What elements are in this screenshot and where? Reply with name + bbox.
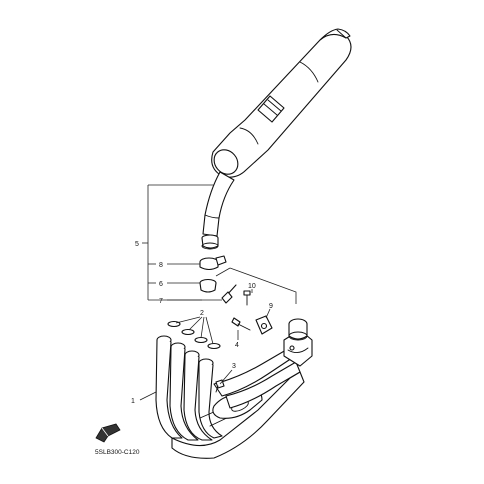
callout-4: 4 xyxy=(235,342,239,349)
diagram-code: 5SLB300-C120 xyxy=(95,449,140,456)
clamp xyxy=(199,255,227,271)
callout-9: 9 xyxy=(269,303,273,310)
callout-10: 10 xyxy=(248,283,256,290)
callout-5: 5 xyxy=(135,241,139,248)
bolt-4 xyxy=(231,317,251,331)
leader-lines xyxy=(139,184,297,401)
exhaust-headers xyxy=(155,318,313,459)
muffler xyxy=(211,28,352,178)
bolt-7 xyxy=(221,284,237,304)
bracket-9 xyxy=(255,315,273,335)
callout-2: 2 xyxy=(200,310,204,317)
callout-6: 6 xyxy=(159,281,163,288)
callout-7: 7 xyxy=(159,298,163,305)
gasket xyxy=(199,278,217,293)
bolt-10 xyxy=(243,290,251,306)
link-pipe xyxy=(201,171,235,250)
callout-labels: 1 2 3 4 5 6 7 8 9 10 xyxy=(131,241,273,405)
front-arrow-icon xyxy=(95,423,121,443)
callout-1: 1 xyxy=(131,398,135,405)
callout-8: 8 xyxy=(159,262,163,269)
callout-3: 3 xyxy=(232,363,236,370)
